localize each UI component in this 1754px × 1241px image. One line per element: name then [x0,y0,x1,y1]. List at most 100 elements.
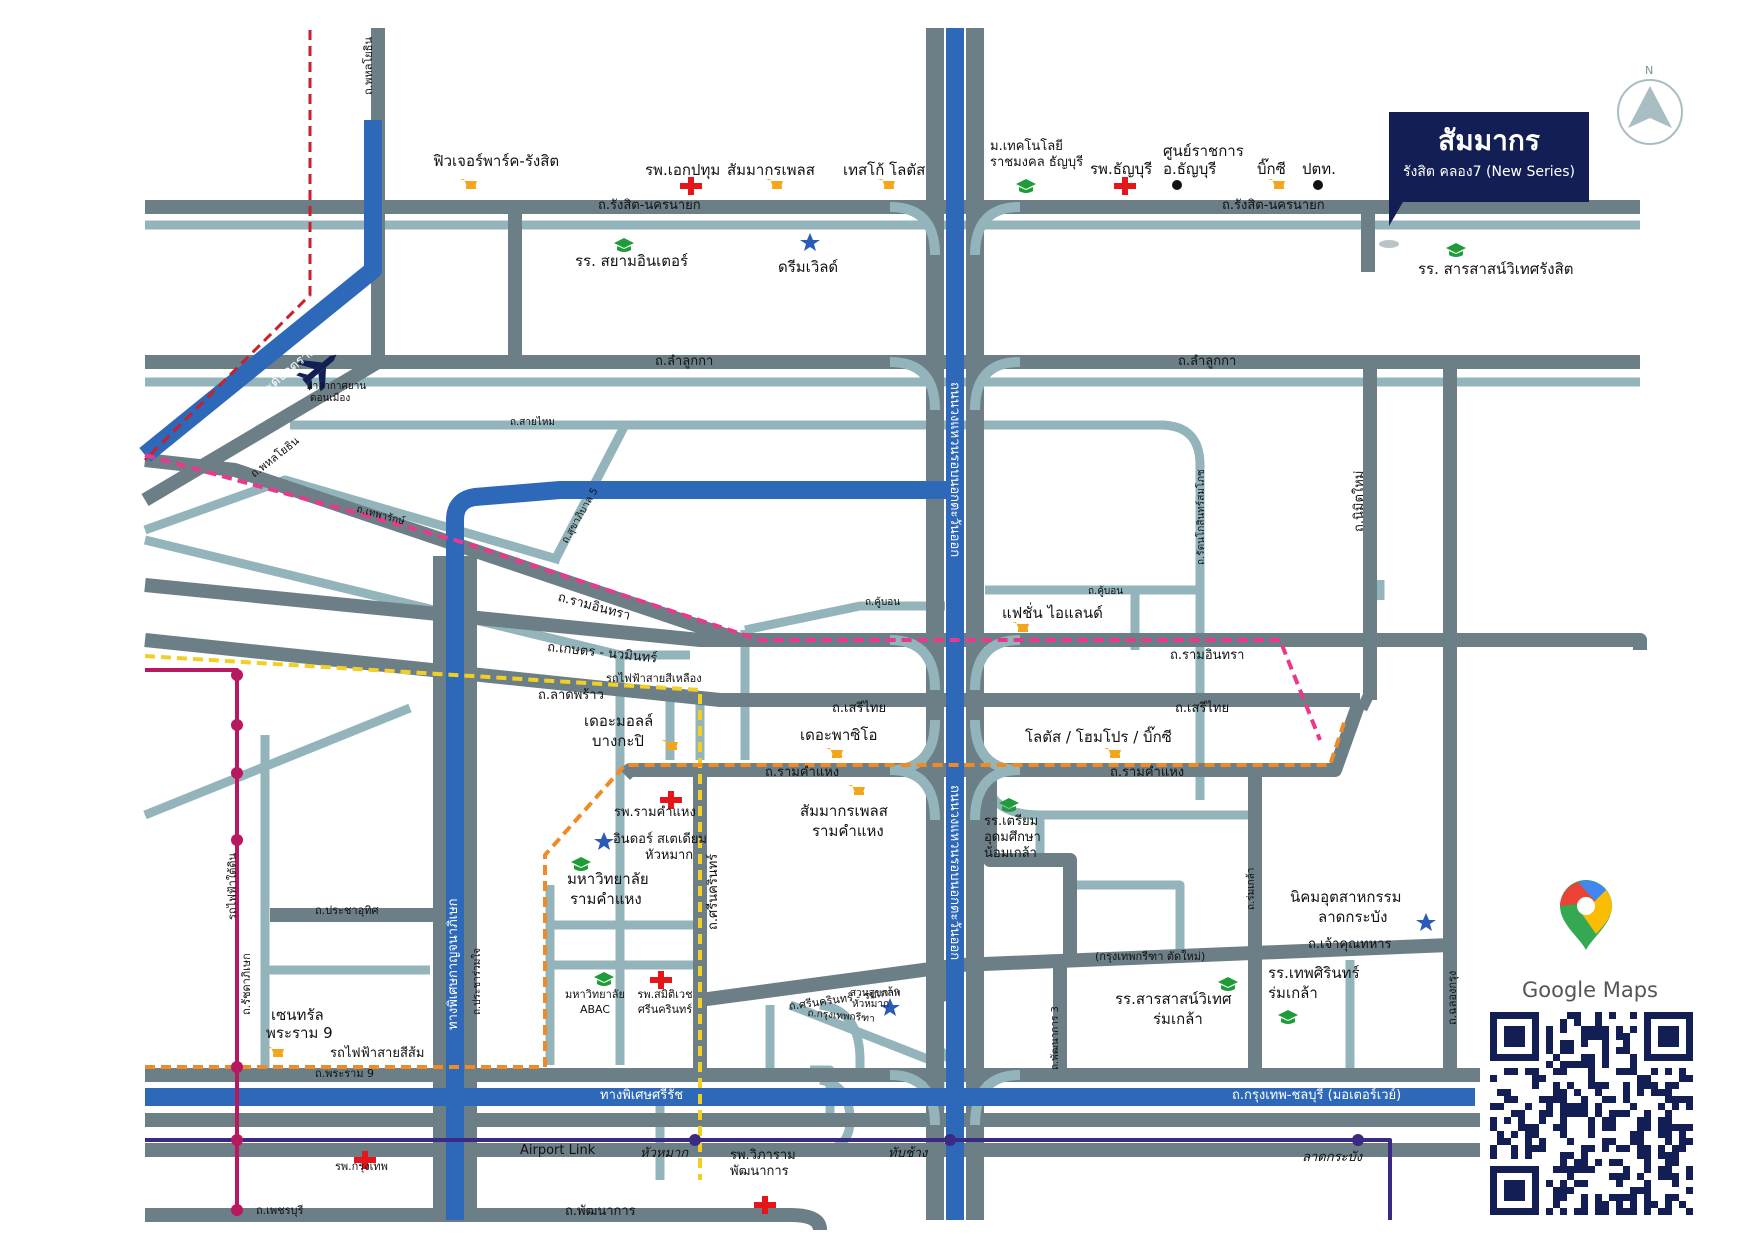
airport-link-stations [689,1134,1364,1146]
place-label: ศรีนครินทร์ [637,1003,693,1016]
rail-label: รถไฟฟ้าสายสีส้ม [330,1046,425,1061]
road-label: ถ.นิมิตใหม่ [1352,470,1367,532]
road-label: ถ.พหลโยธิน [362,37,375,95]
place-label: พัฒนาการ [730,1164,789,1179]
place-label: บางกะปิ [592,732,644,750]
place-label: ฟิวเจอร์พาร์ค-รังสิต [433,152,560,170]
place-label: ลาดกระบัง [1318,908,1388,926]
place-label: ดรีมเวิลด์ [778,258,839,276]
road-label: ถ.ฉลองกรุง [1446,970,1459,1025]
road-label: ถ.เพชรบุรี [256,1204,304,1217]
place-label: บิ๊กซี [1257,160,1286,178]
pink-line-rail [144,453,1322,741]
place-label: รามคำแหง [812,822,884,840]
place-label: ศูนย์ราชการ [1163,142,1244,160]
road-label: ถ.รัชดาภิเษก [240,953,253,1015]
place-label: ร่มเกล้า [1268,984,1318,1002]
location-pin-icon [1389,202,1403,226]
airport-link-rail [145,1138,1392,1220]
place-label: รร. สารสาสน์วิเทศรังสิต [1418,260,1574,278]
place-label: หัวหมาก [852,999,890,1010]
place-label: ท่าอากาศยาน [306,381,367,392]
road-label: ถ.กรุงเทพ-ชลบุรี (มอเตอร์เวย์) [1232,1088,1402,1103]
place-label: นิคมอุตสาหกรรม [1290,888,1402,906]
place-label: สวนสุขภาพ [850,988,901,999]
rail-stations [231,669,243,1216]
road-label: ถ.รัตนโกสินทร์สมโภช [1196,469,1207,565]
rail-label: Airport Link [520,1143,596,1158]
road-label: ถ.เสรีไทย [832,701,887,716]
road-label: ถ.สายไหม [510,417,556,428]
blue-underground-rail [145,668,239,1215]
airport-icon [296,354,337,392]
road-label: ถ.เจ้าคุณทหาร [1308,937,1392,952]
road-label: (กรุงเทพกรีฑา ตัดใหม่) [1095,950,1206,963]
project-title-box: สัมมากร รังสิต คลอง7 (New Series) [1389,112,1589,202]
station-label: ทับช้าง [888,1146,928,1161]
place-label: รร.เตรียม [984,814,1039,829]
road-label: ถ.ประชาร่วมใจ [472,947,483,1015]
project-title: สัมมากร [1438,124,1540,157]
compass-icon [1617,79,1683,145]
road-label: ถ.รามคำแหง [1110,765,1185,780]
place-label: รพ.วิภาราม [730,1148,796,1163]
road-label: ถ.พัฒนาการ 3 [1050,1006,1061,1070]
project-subtitle: รังสิต คลอง7 (New Series) [1403,163,1575,180]
station-label: หัวหมาก [640,1146,689,1161]
google-maps-label: Google Maps [1522,978,1658,1002]
road-label: ถนนวงแหวนรอบนอกตะวันออก [947,785,962,961]
road-label: ถ.รามคำแหง [765,765,840,780]
road-label: ถนนวงแหวนรอบนอกตะวันออก [947,382,962,558]
place-label: สัมมากรเพลส [727,161,815,179]
school-markers [571,179,1466,1024]
place-label: มหาวิทยาลัย [565,988,625,1001]
place-label: เดอะพาซิโอ [800,726,878,744]
place-label: รร.สารสาสน์วิเทศ [1115,990,1232,1008]
road-label: ถ.รังสิต-นครนายก [598,198,701,213]
rail-label: รถไฟฟ้าใต้ดิน [226,852,239,920]
place-label: ร่มเกล้า [1153,1010,1203,1028]
road-label: ถ.ศรีนครินทร์ [706,853,721,930]
place-label: อินดอร์ สเตเดียม [613,832,707,847]
shopping-markers [267,179,1285,1057]
place-label: รามคำแหง [570,890,642,908]
place-label: รพ.เอกปทุม [645,161,721,179]
place-label: พระราม 9 [266,1024,333,1042]
place-label: รพ.รามคำแหง [614,805,696,820]
road-label: ถ.พระราม 9 [315,1067,375,1080]
place-label: รพ.กรุงเทพ [335,1160,388,1173]
ring-interchanges [889,202,1021,1126]
place-label: รร.เทพศิรินทร์ [1268,964,1360,982]
red-line-rail [143,30,312,462]
rail-label: รถไฟฟ้าสายสีเหลือง [606,672,702,685]
road-label: ถ.ลำลูกกา [1178,354,1237,369]
place-label: ปตท. [1302,160,1336,178]
road-label: ถ.รังสิต-นครนายก [1222,198,1325,213]
place-label: น้อมเกล้า [984,846,1037,861]
road-label: ทางพิเศษกาญจนาภิเษก [446,898,461,1030]
place-label: รร. สยามอินเตอร์ [575,252,689,270]
road-label: ถ.เสรีไทย [1175,701,1230,716]
landmark-markers [594,233,1436,1016]
yellow-line-rail [144,654,702,1180]
place-label: รพ.ธัญบุรี [1090,160,1153,178]
road-label: ถ.คู้บอน [865,597,901,608]
road-label: ถ.พัฒนาการ [565,1204,636,1219]
road-label: ถ.ลาดพร้าว [538,688,604,703]
place-label: แฟชั่น ไอแลนด์ [1002,604,1103,622]
orange-line-rail [145,719,1347,1069]
road-label: ทางพิเศษศรีรัช [600,1088,684,1103]
place-label: มหาวิทยาลัย [567,870,649,888]
expressways [139,28,1475,1220]
station-label: ลาดกระบัง [1302,1150,1363,1165]
place-label: สัมมากรเพลส [800,802,888,820]
place-label: ราชมงคล ธัญบุรี [990,155,1084,170]
qr-code [1490,1012,1693,1215]
road-label: ถ.ร่มเกล้า [1246,867,1257,910]
poi-dots [1172,180,1323,190]
place-label: อ.ธัญบุรี [1163,160,1217,178]
pin-base [1379,240,1399,248]
google-maps-icon [1560,880,1612,950]
